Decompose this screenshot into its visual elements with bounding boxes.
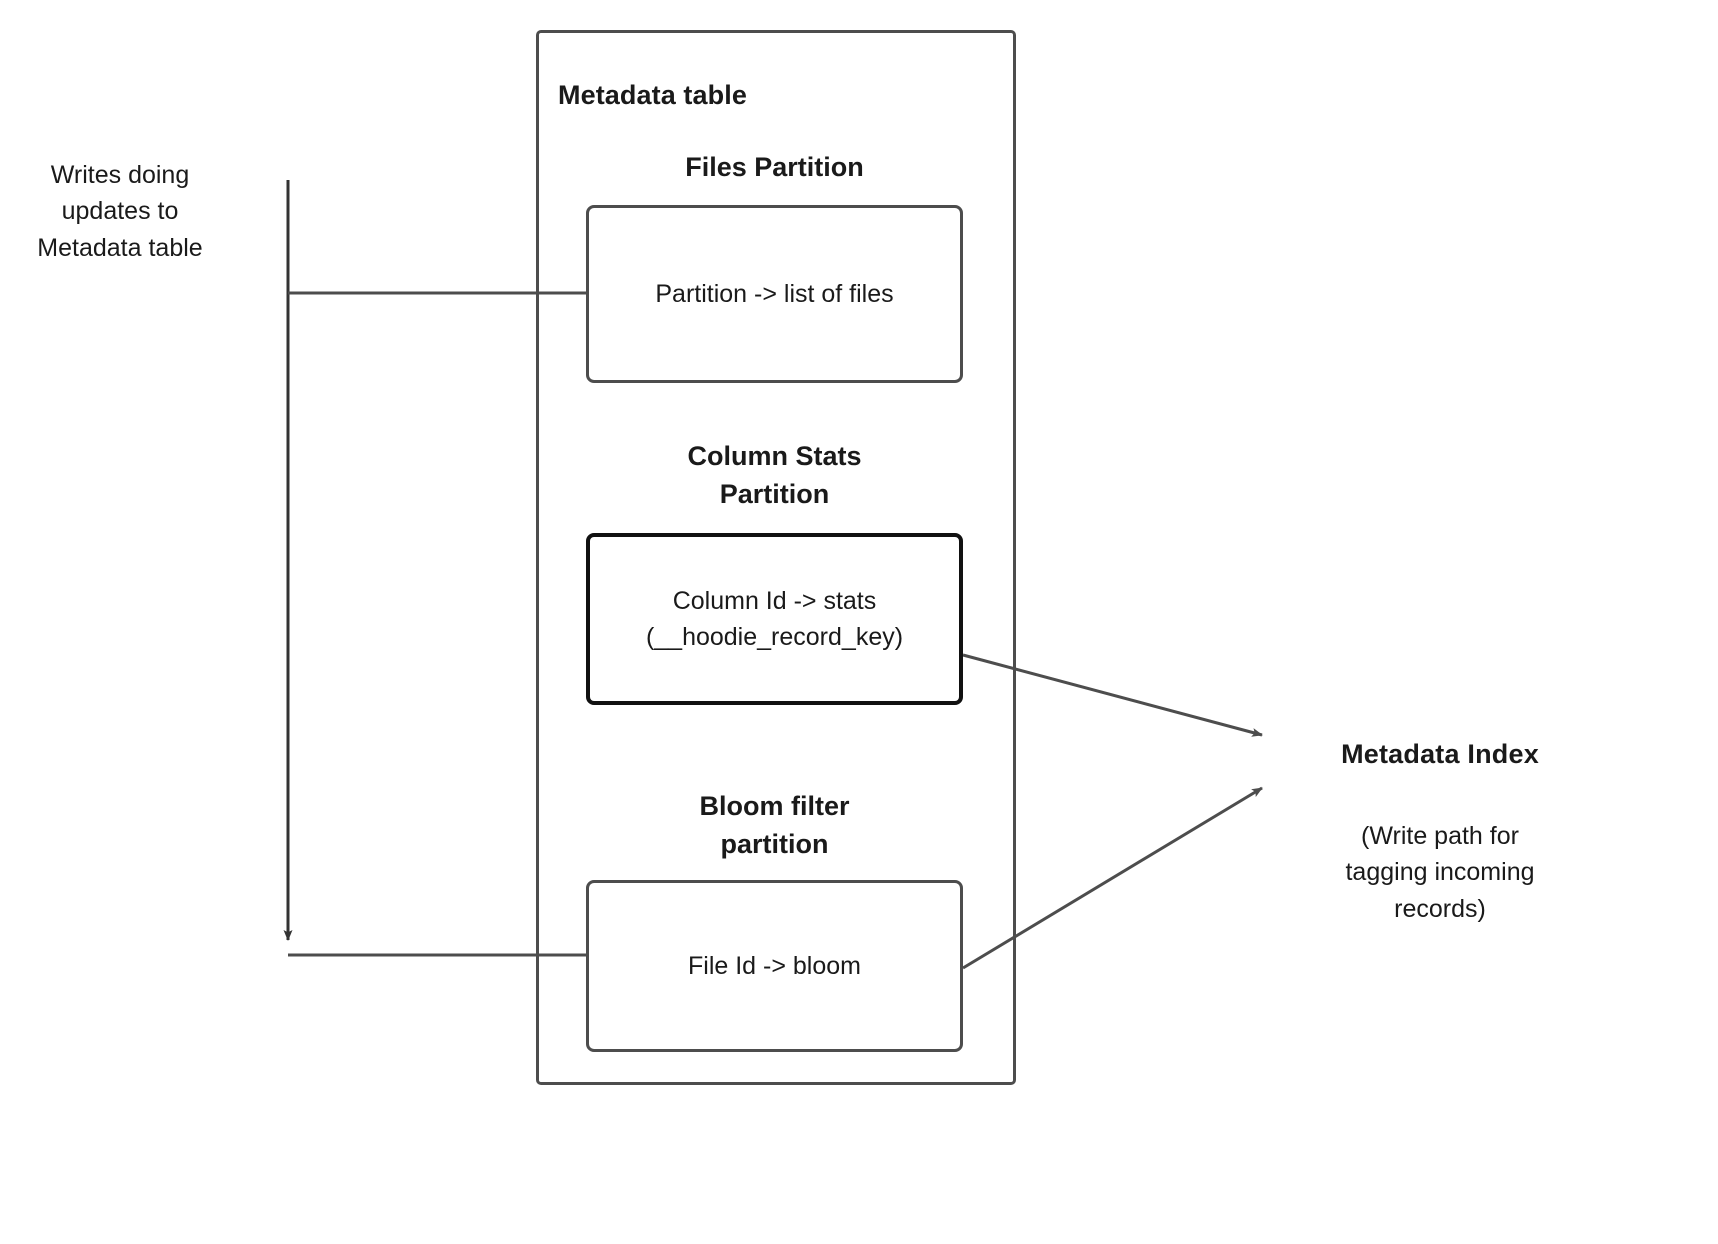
column-stats-partition-label: Column Id -> stats (__hoodie_record_key): [645, 586, 904, 651]
column-stats-partition-box: Column Id -> stats (__hoodie_record_key): [586, 533, 963, 705]
section-heading-bloom-filter: Bloom filter partition: [699, 791, 850, 860]
files-partition-label: Partition -> list of files: [655, 279, 894, 308]
files-partition-box: Partition -> list of files: [586, 205, 963, 383]
metadata-index-note: (Write path for tagging incoming records…: [1345, 822, 1535, 923]
bloom-filter-partition-box: File Id -> bloom: [586, 880, 963, 1052]
writes-updates-label: Writes doing updates to Metadata table: [37, 161, 203, 262]
section-heading-column-stats: Column Stats Partition: [687, 441, 862, 510]
metadata-table-title: Metadata table: [558, 80, 747, 110]
bloom-filter-partition-label: File Id -> bloom: [688, 951, 861, 980]
section-heading-files: Files Partition: [685, 152, 864, 182]
metadata-table-container: [536, 30, 1016, 1085]
metadata-index-title: Metadata Index: [1341, 739, 1539, 769]
